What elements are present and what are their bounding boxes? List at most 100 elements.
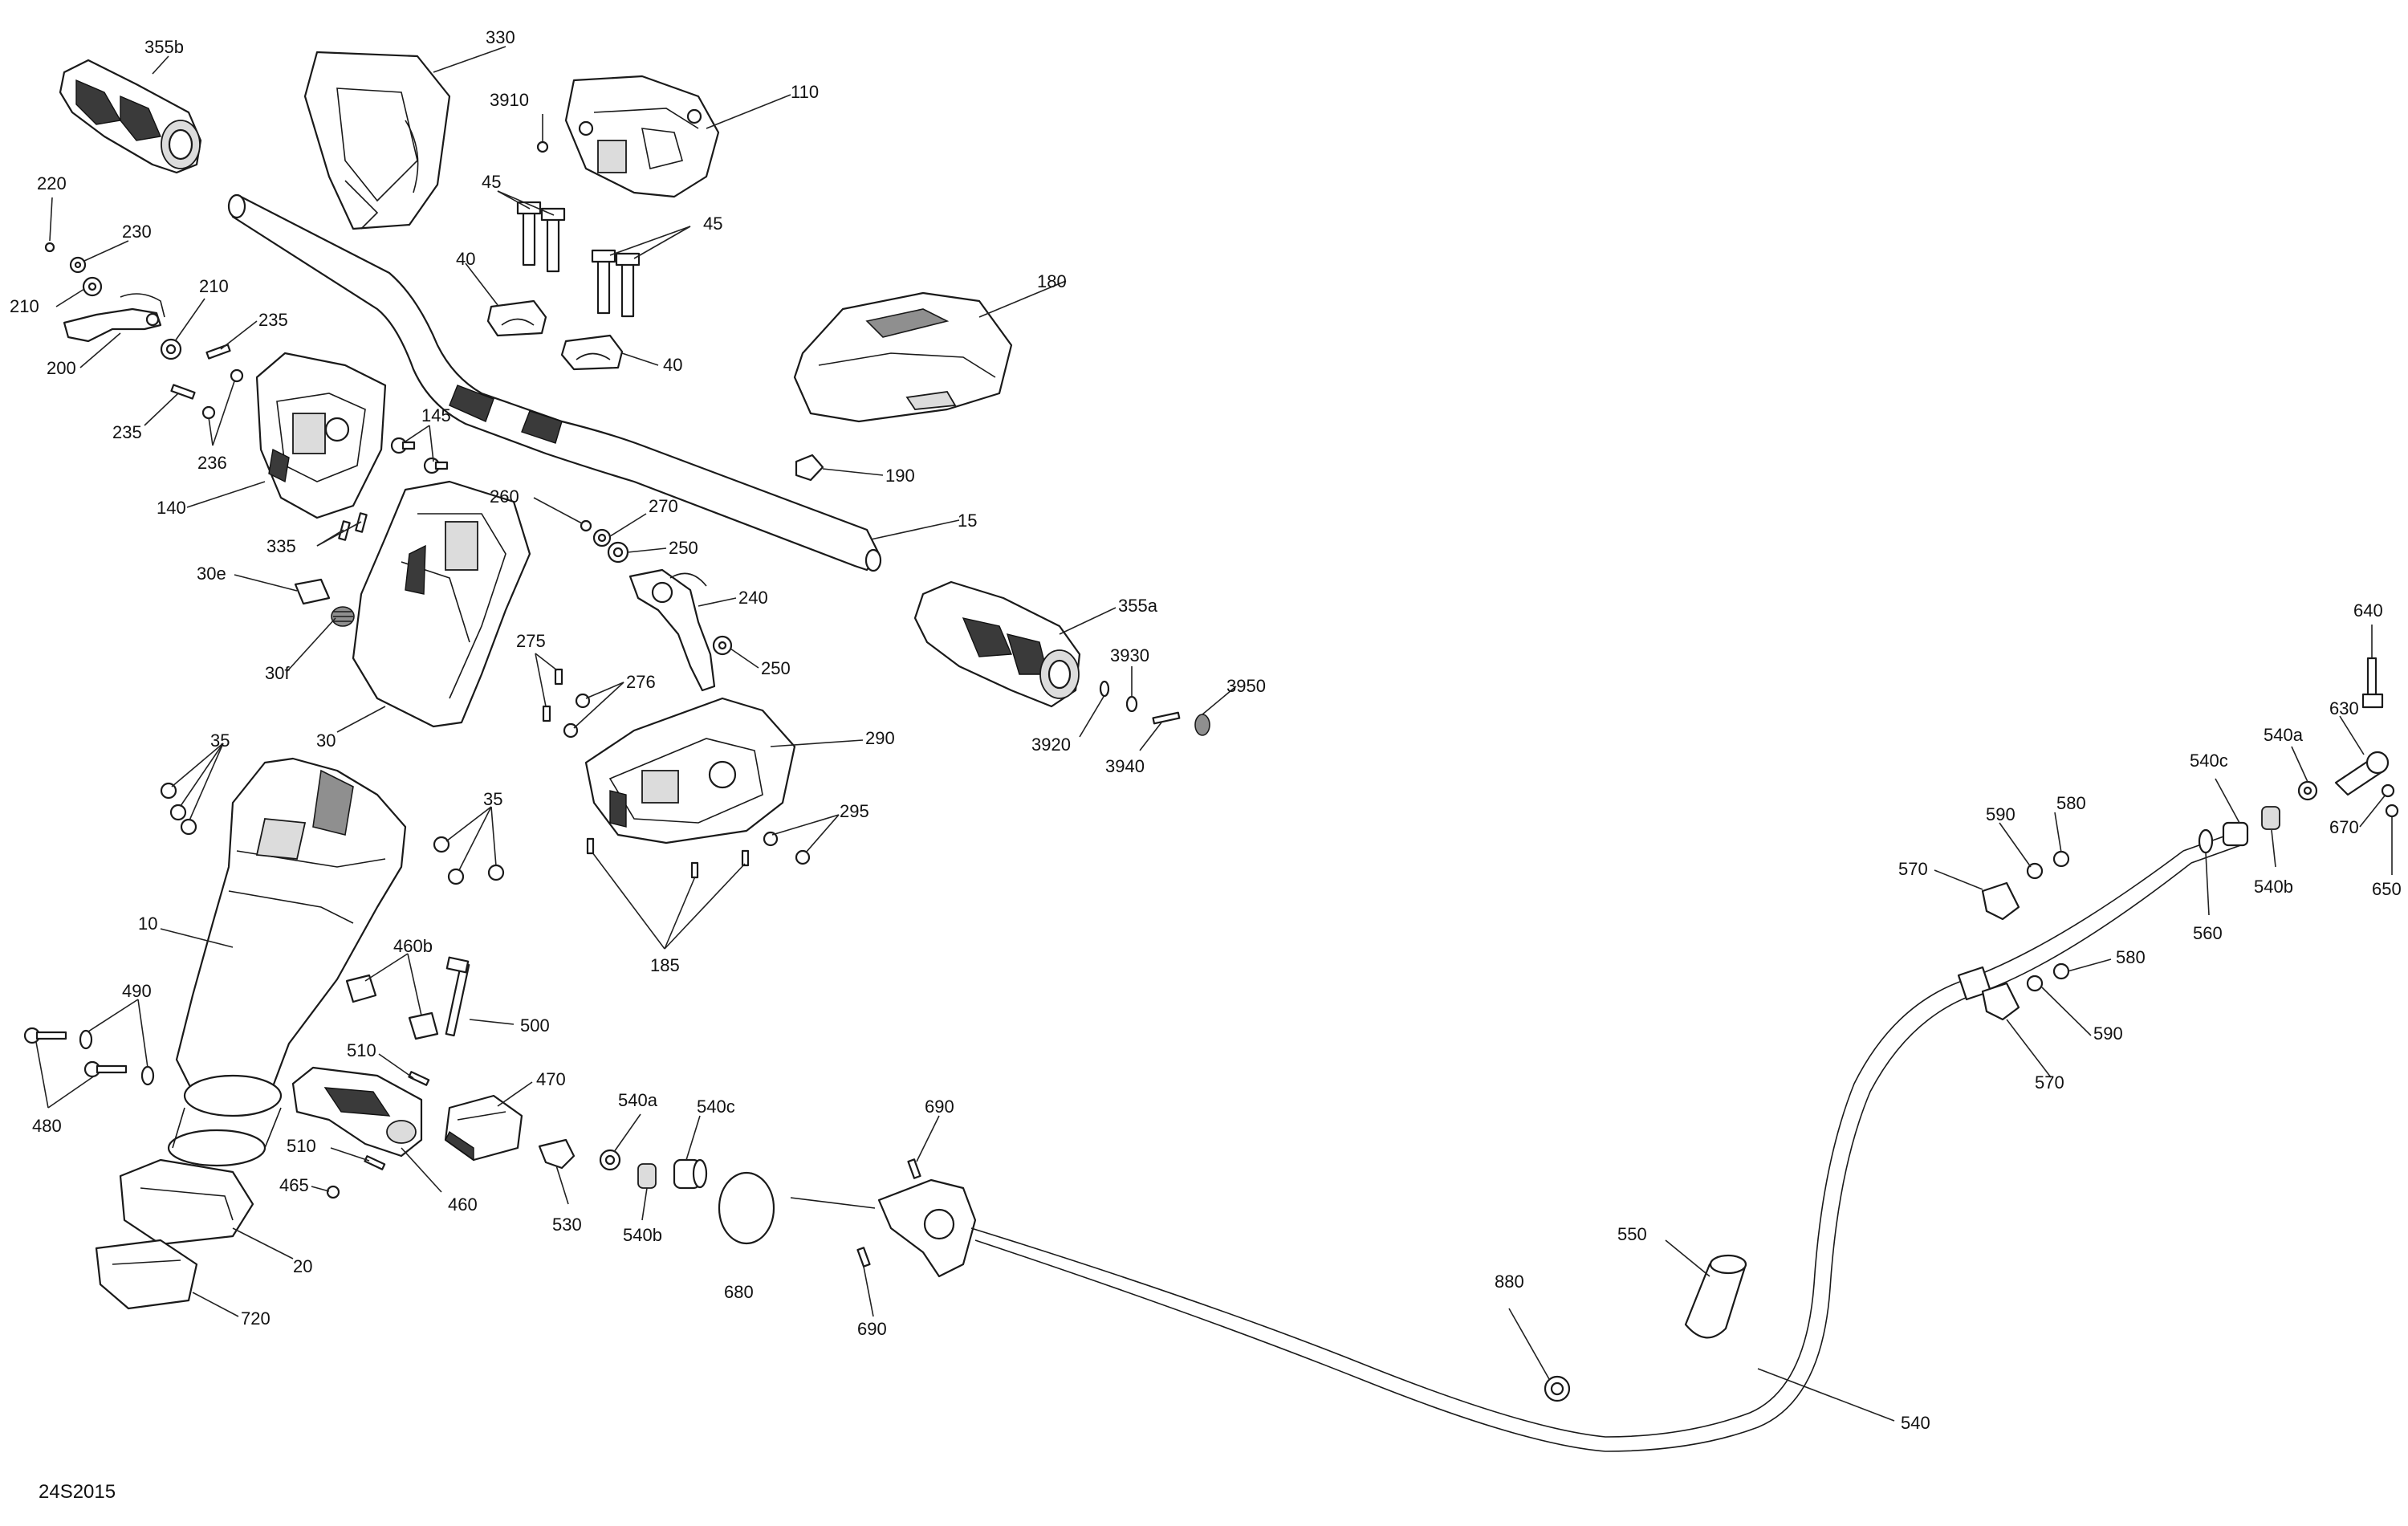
part-washer-3930: [1125, 695, 1138, 713]
callout-335: 335: [266, 536, 296, 556]
callout-590-lower: 590: [2093, 1023, 2123, 1044]
callout-3940: 3940: [1105, 756, 1145, 776]
callout-180: 180: [1037, 271, 1067, 291]
part-washer-490-b: [140, 1065, 155, 1086]
callout-40-upper: 40: [456, 249, 475, 269]
callout-45-right: 45: [703, 214, 722, 234]
callout-240: 240: [738, 588, 768, 608]
part-screw-235-upper: [205, 344, 231, 360]
callout-235-upper: 235: [258, 310, 288, 330]
part-clip-570-lower: [1981, 982, 2020, 1021]
part-washer-276-b: [563, 722, 579, 739]
part-bushing-540c-left: [673, 1158, 708, 1190]
part-washer-670: [2381, 783, 2395, 798]
part-ring-20: [119, 1158, 254, 1246]
part-nut-580-lower: [2052, 962, 2070, 980]
leader-lines: [35, 46, 2393, 1422]
part-lever-200: [63, 293, 165, 343]
part-bolt-500: [445, 956, 470, 1037]
part-screw-185-b: [690, 861, 699, 879]
part-bracket-470: [444, 1094, 523, 1162]
callout-530: 530: [552, 1215, 582, 1235]
callout-570-lower: 570: [2035, 1072, 2064, 1093]
part-oring-680: [718, 1171, 775, 1245]
part-screw-335-b: [355, 512, 368, 533]
callout-560: 560: [2193, 923, 2223, 943]
part-nut-460b-a: [345, 974, 377, 1003]
callout-465: 465: [279, 1175, 309, 1195]
part-screw-295-b: [795, 849, 811, 865]
callout-355b: 355b: [144, 37, 184, 57]
part-screw-185-a: [586, 837, 595, 855]
part-screw-295-a: [763, 831, 779, 847]
part-grip-355b: [59, 59, 202, 174]
part-washer-236-upper: [230, 368, 244, 383]
part-clip-30e: [294, 578, 331, 605]
callout-690-lower: 690: [857, 1319, 887, 1339]
callout-540a-left: 540a: [618, 1090, 658, 1110]
callout-140: 140: [157, 498, 186, 518]
part-screw-510-b: [364, 1155, 386, 1170]
callout-230: 230: [122, 222, 152, 242]
callout-580-lower: 580: [2116, 947, 2146, 967]
part-washer-270: [592, 528, 612, 547]
part-bolts-45-left: [516, 201, 566, 273]
part-washer-276-a: [575, 693, 591, 709]
part-washer-230: [69, 256, 87, 274]
part-screw-235-lower: [170, 384, 196, 400]
callout-3950: 3950: [1226, 676, 1266, 696]
callout-540a-right: 540a: [2264, 725, 2304, 745]
callout-30f: 30f: [265, 663, 290, 683]
part-nut-580-upper: [2052, 850, 2070, 868]
part-housing-140: [255, 352, 387, 519]
part-clamp-40-lower: [560, 334, 624, 371]
part-bushing-540c-right: [2222, 821, 2249, 847]
part-lever-240: [628, 568, 716, 692]
part-screw-35-d: [433, 836, 450, 853]
callout-540c-right: 540c: [2190, 751, 2228, 771]
callout-10: 10: [138, 914, 157, 934]
callout-650: 650: [2372, 879, 2402, 899]
callout-540c-left: 540c: [697, 1097, 735, 1117]
callout-510-upper: 510: [347, 1040, 376, 1060]
part-holder-30: [352, 480, 531, 728]
part-clip-530: [538, 1138, 576, 1170]
part-nut-540a-right: [2297, 780, 2318, 801]
part-washer-490-a: [79, 1029, 93, 1050]
callout-540: 540: [1901, 1413, 1930, 1433]
part-screw-35-e: [447, 868, 465, 885]
callout-550: 550: [1617, 1224, 1647, 1244]
part-cable-540: [790, 830, 2248, 1452]
callout-35-right: 35: [483, 789, 502, 809]
callout-290: 290: [865, 728, 895, 748]
part-nut-590-lower: [2026, 975, 2044, 992]
callout-880: 880: [1495, 1272, 1524, 1292]
callout-185: 185: [650, 955, 680, 975]
callout-630: 630: [2329, 698, 2359, 718]
callout-40-lower: 40: [663, 355, 682, 375]
callout-640: 640: [2353, 600, 2383, 621]
part-bushing-540b-right: [2261, 806, 2280, 830]
part-screw-145-a: [390, 437, 416, 454]
part-screw-510-a: [408, 1071, 430, 1086]
part-clip-570-upper: [1981, 881, 2020, 921]
part-bolts-45-right: [591, 249, 641, 318]
part-rod-end-630: [2334, 751, 2390, 796]
callout-580-upper: 580: [2056, 793, 2086, 813]
callout-540b-left: 540b: [623, 1225, 662, 1245]
part-nut-540a-left: [599, 1149, 621, 1171]
callout-570-upper: 570: [1898, 859, 1928, 879]
part-cover-110: [564, 75, 720, 198]
part-bushing-540b-left: [637, 1163, 657, 1189]
callout-220: 220: [37, 173, 67, 193]
part-plug-3950: [1194, 714, 1210, 736]
callout-276: 276: [626, 672, 656, 692]
callout-45-left: 45: [482, 172, 501, 192]
part-column-10: [167, 757, 407, 1167]
diagram-code: 24S2015: [39, 1481, 116, 1503]
part-screw-3940: [1152, 711, 1181, 725]
callout-110: 110: [791, 82, 819, 102]
part-grip-355a: [913, 580, 1081, 708]
callout-270: 270: [649, 496, 678, 516]
